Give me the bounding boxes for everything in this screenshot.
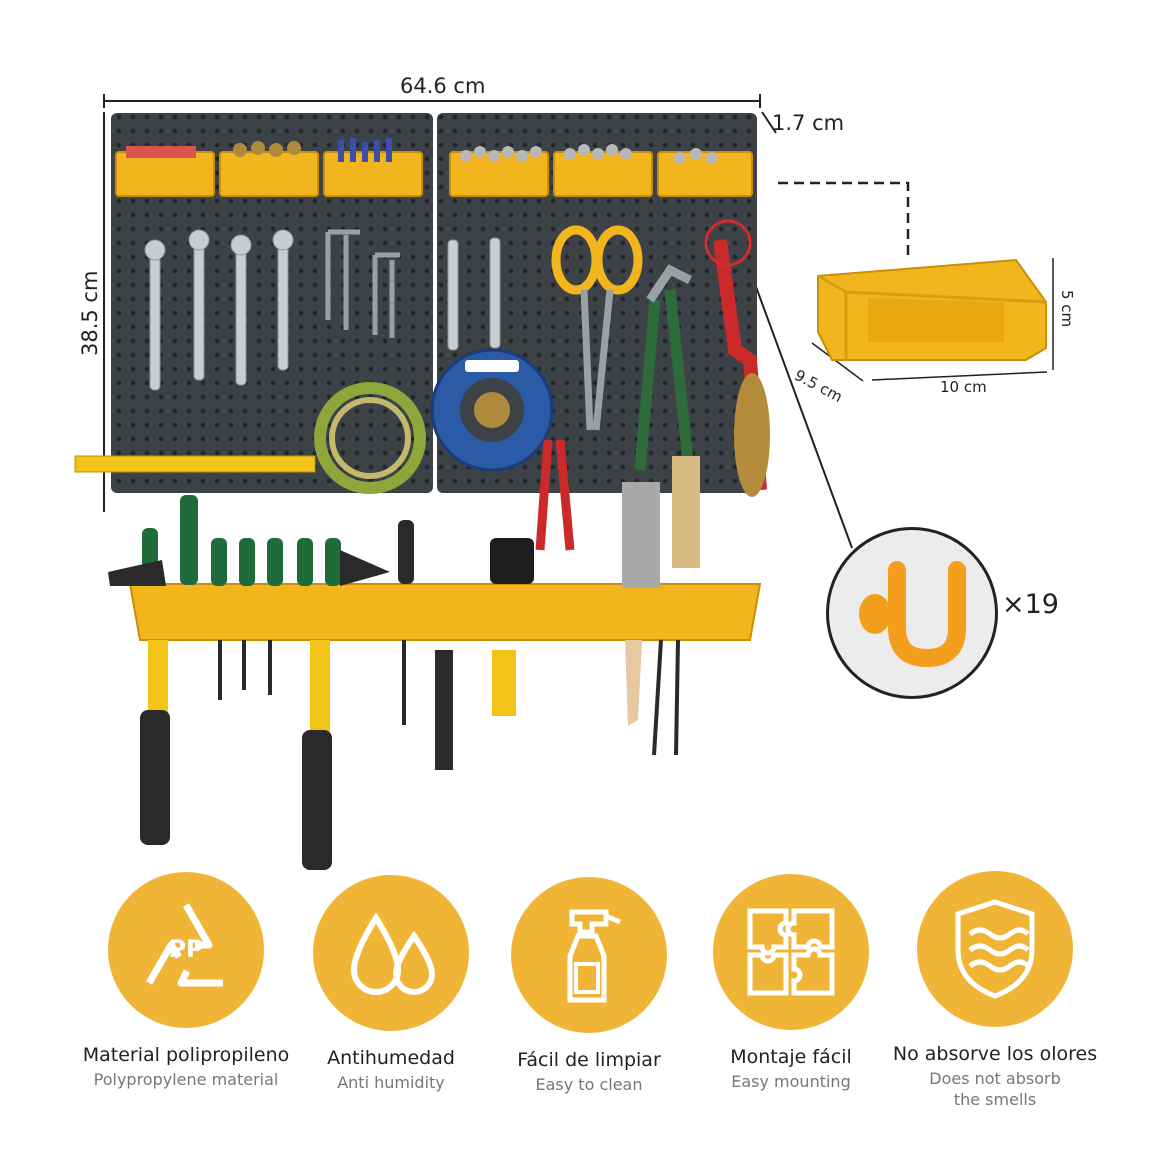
bin-height-dimension: 5 cm	[1058, 290, 1076, 328]
pegboard-left	[111, 113, 433, 493]
feature-subtitle: Easy to clean	[535, 1074, 643, 1094]
feature-subtitle: Anti humidity	[337, 1072, 445, 1092]
feature-polypropylene: PP Material polipropileno Polypropylene …	[81, 872, 291, 1090]
feature-subtitle: Easy mounting	[731, 1071, 851, 1091]
bin-detail-image	[817, 258, 1047, 361]
bin-width-dimension: 10 cm	[940, 378, 987, 396]
hook-icon	[859, 561, 966, 668]
hook-highlight-circle	[704, 219, 752, 267]
tape-roll	[314, 382, 426, 494]
feature-easy-mounting: Montaje fácil Easy mounting	[686, 874, 896, 1092]
shield-waves-icon	[917, 871, 1073, 1027]
hook-count-label: ×19	[1002, 589, 1059, 620]
recycle-pp-icon: PP	[108, 872, 264, 1028]
scissors	[551, 225, 643, 431]
feature-easy-clean: Fácil de limpiar Easy to clean	[484, 877, 694, 1095]
feature-title: Fácil de limpiar	[517, 1049, 661, 1071]
feature-subtitle: Polypropylene material	[93, 1069, 279, 1089]
spray-bottle-icon	[511, 877, 667, 1033]
hook-detail-circle	[826, 527, 998, 699]
water-pump-pliers	[634, 289, 694, 471]
feature-no-odor: No absorve los olores Does not absorb th…	[890, 871, 1100, 1111]
water-drops-icon	[313, 875, 469, 1031]
feature-title: No absorve los olores	[892, 1043, 1098, 1065]
feature-title: Material polipropileno	[82, 1044, 290, 1066]
hammers	[140, 640, 332, 870]
depth-dimension: 1.7 cm	[772, 111, 845, 135]
tool-shelf	[128, 583, 762, 641]
feature-anti-humidity: Antihumedad Anti humidity	[286, 875, 496, 1093]
svg-text:PP: PP	[168, 935, 203, 963]
storage-bins	[115, 151, 753, 197]
puzzle-icon	[713, 874, 869, 1030]
feature-subtitle: Does not absorb the smells	[929, 1068, 1061, 1110]
width-dimension: 64.6 cm	[400, 74, 486, 98]
feature-title: Montaje fácil	[730, 1046, 852, 1068]
folding-ruler	[74, 455, 316, 473]
pegboard-product-image	[74, 113, 770, 870]
dimension-lines	[103, 94, 1054, 549]
feature-title: Antihumedad	[327, 1047, 455, 1069]
